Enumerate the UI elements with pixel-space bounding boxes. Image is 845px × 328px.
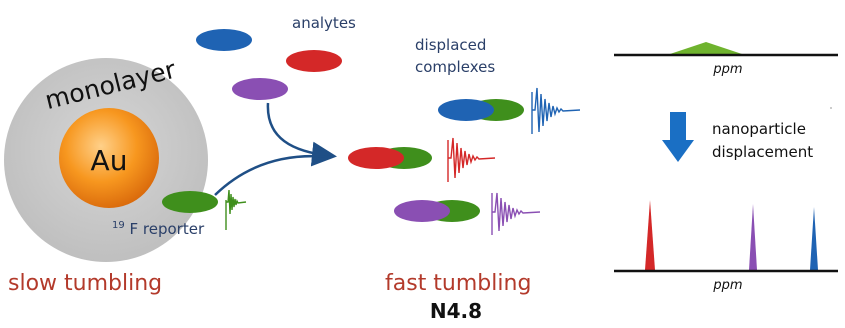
curved-arrow-icon-2 xyxy=(214,154,331,196)
displaced-label-line2: complexes xyxy=(415,58,495,76)
figure-id: N4.8 xyxy=(430,299,482,323)
nanoparticle-label: nanoparticle xyxy=(712,120,806,138)
down-arrow-icon xyxy=(662,112,694,162)
top-spectrum: ppm xyxy=(614,42,838,77)
signal-blue xyxy=(531,87,581,134)
reporter-superscript: 19 xyxy=(112,220,125,231)
reporter-molecule xyxy=(162,191,218,213)
gold-core xyxy=(59,108,159,208)
gold-nanoparticle-icon: monolayer Au xyxy=(4,55,208,262)
bottom-spectrum: ppm xyxy=(614,200,838,293)
peak-purple xyxy=(749,204,757,270)
reporter-text: F reporter xyxy=(130,220,205,238)
slow-tumbling-label: slow tumbling xyxy=(8,271,162,296)
reporter-signal xyxy=(225,189,247,230)
peak-red xyxy=(645,200,655,270)
complex-purple-green xyxy=(394,200,480,222)
analyte-purple xyxy=(232,78,288,100)
analyte-red xyxy=(286,50,342,72)
complex-purple xyxy=(394,200,450,222)
reporter-label: 19 F reporter xyxy=(112,214,205,238)
core-label: Au xyxy=(91,144,128,177)
complex-red xyxy=(348,147,404,169)
ppm-top-label: ppm xyxy=(712,62,742,77)
curved-arrow-icon xyxy=(266,102,337,167)
fast-tumbling-label: fast tumbling xyxy=(385,271,531,296)
analytes-label: analytes xyxy=(292,14,356,32)
displaced-label-line1: displaced xyxy=(415,36,486,54)
peak-blue xyxy=(810,207,818,270)
signal-red xyxy=(447,137,496,182)
analyte-blue xyxy=(196,29,252,51)
complex-blue-green xyxy=(438,99,524,121)
complex-blue xyxy=(438,99,494,121)
displacement-label: displacement xyxy=(712,143,813,161)
complex-red-green xyxy=(348,147,432,169)
broad-peak xyxy=(670,42,742,54)
signal-purple xyxy=(491,192,541,235)
ppm-bottom-label: ppm xyxy=(712,278,742,293)
